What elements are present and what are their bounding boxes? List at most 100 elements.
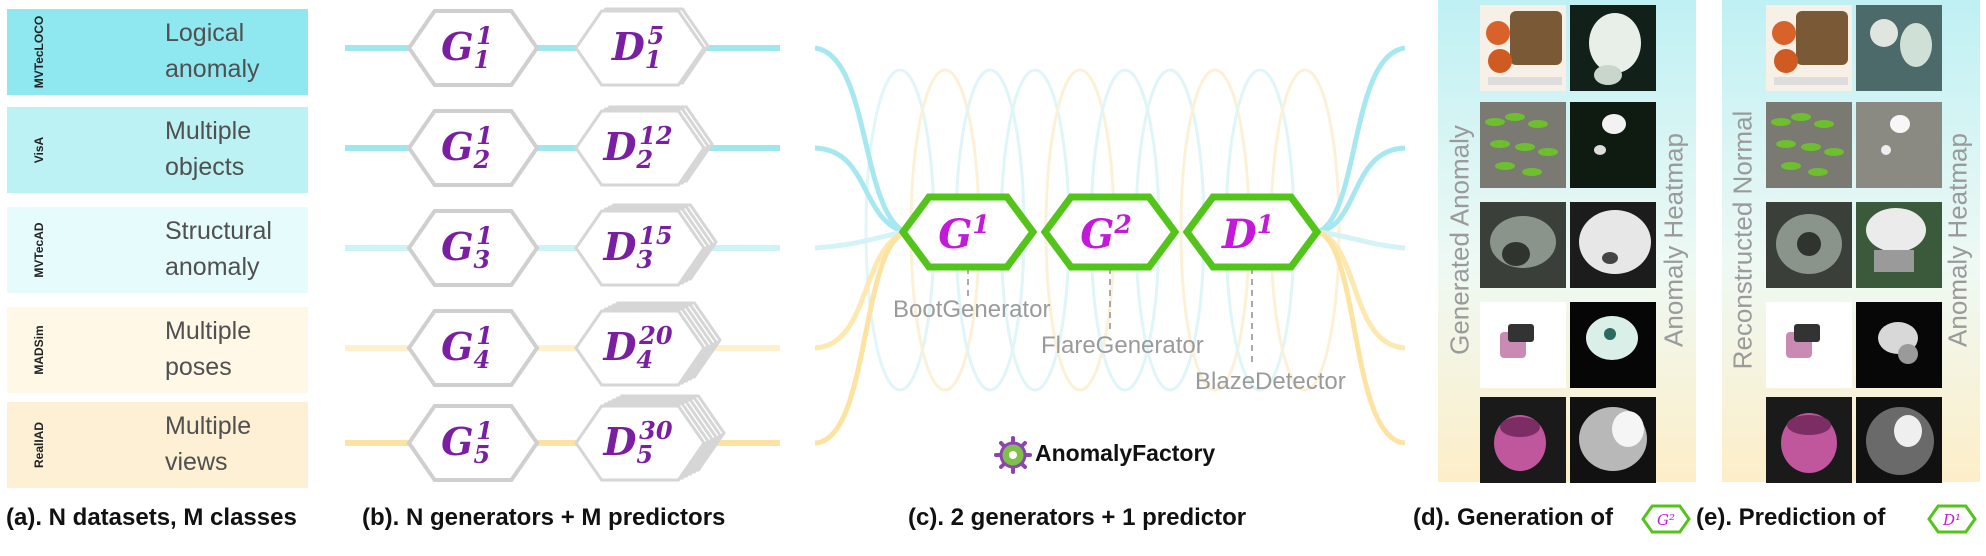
thumb-d-part-heat [1570,202,1656,288]
thumb-d-pills-heat [1570,102,1656,188]
predictor-hexagon [574,404,706,482]
panel-e-right-label: Anomaly Heatmap [1942,133,1973,347]
generator-hexagon [406,404,540,482]
panel-d-right-label: Anomaly Heatmap [1658,133,1689,347]
dataset-name: VisA [7,107,71,193]
factory-node-label: G2 [1080,210,1132,258]
factory-node-hexagon [1182,193,1322,271]
panel-e-left-label: Reconstructed Normal [1727,110,1758,370]
panel-d-thumbnails [1480,5,1656,483]
generator-hexagon [406,209,540,287]
caption-a: (a). N datasets, M classes [6,504,297,531]
thumb-e-toy [1766,302,1852,388]
dataset-name: MVTecAD [7,207,71,293]
predictor-label: D530 [602,416,672,469]
caption-d-badge: G² [1657,511,1675,529]
dataset-description-line1: Multiple [165,117,252,145]
dataset-description-line2: anomaly [165,253,260,281]
generator-label: G31 [441,221,493,274]
predictor-hexagon [574,309,706,387]
bootgenerator-label: BootGenerator [893,296,1051,323]
dataset-name-text: MVTecAD [32,222,46,278]
panel-e-thumbnails [1766,5,1942,483]
dataset-description-line1: Structural [165,217,272,245]
thumb-e-pills-heat [1856,102,1942,188]
caption-e-badge: D¹ [1942,511,1961,529]
dataset-name: MVTecLOCO [7,9,71,95]
dataset-description-line1: Multiple [165,317,252,345]
generator-label: G11 [441,21,493,74]
thumb-e-pills [1766,102,1852,188]
dataset-description-line1: Logical [165,19,245,47]
generator-hexagon [406,309,540,387]
generator-label: G41 [441,321,493,374]
dataset-description: Multiple poses [165,313,305,385]
thumb-e-food-heat [1856,5,1942,91]
caption-d: (d). Generation of [1413,504,1613,531]
dataset-description: Logical anomaly [165,15,305,87]
generator-hexagon [406,109,540,187]
dataset-row: VisA Multiple objects [7,107,308,193]
dataset-row: MVTecAD Structural anomaly [7,207,308,293]
dataset-description-line1: Multiple [165,412,252,440]
dataset-name: MADSim [7,307,71,393]
dataset-name-text: MVTecLOCO [32,15,46,89]
dataset-description: Structural anomaly [165,213,305,285]
thumb-d-pills [1480,102,1566,188]
predictor-hexagon [574,209,706,287]
thumb-d-food-heat [1570,5,1656,91]
generator-label: G51 [441,416,493,469]
dataset-description-line2: objects [165,153,245,181]
thumb-e-food [1766,5,1852,91]
dataset-description: Multiple objects [165,113,305,185]
dataset-name: RealIAD [7,402,71,488]
converge-left [814,45,907,446]
generator-label: G21 [441,121,493,174]
dataset-row: RealIAD Multiple views [7,402,308,488]
blazedetector-label: BlazeDetector [1195,368,1346,395]
predictor-label: D315 [602,221,672,274]
dataset-name-text: VisA [32,136,46,164]
predictor-label: D15 [611,21,664,74]
thumb-d-toy-heat [1570,302,1656,388]
predictor-hexagon [574,9,706,87]
thumb-e-part-heat [1856,202,1942,288]
caption-badges: G² D¹ [1641,504,1977,534]
panel-d-background [1438,0,1696,482]
thumb-d-food [1480,5,1566,91]
thumb-d-cup-heat [1570,397,1656,483]
caption-c: (c). 2 generators + 1 predictor [908,504,1247,531]
dataset-row: MADSim Multiple poses [7,307,308,393]
dataset-description-line2: anomaly [165,55,260,83]
dataset-name-text: MADSim [32,325,46,375]
thumb-e-cup-heat [1856,397,1942,483]
dataset-description-line2: views [165,448,228,476]
thumb-d-part [1480,202,1566,288]
factory-node-label: G1 [938,210,990,258]
predictor-hexagon [574,109,706,187]
thumb-e-toy-heat [1856,302,1942,388]
dataset-name-text: RealIAD [32,421,46,469]
caption-d-badge-hexagon [1641,504,1691,534]
gear-icon [994,436,1032,474]
panel-d-left-label: Generated Anomaly [1444,125,1475,355]
thumb-d-toy [1480,302,1566,388]
dataset-description-line2: poses [165,353,232,381]
name-connectors [967,268,1253,365]
thumb-e-part [1766,202,1852,288]
dataset-description: Multiple views [165,408,305,480]
predictor-label: D420 [602,321,672,374]
factory-node-hexagon [898,193,1038,271]
caption-e-badge-hexagon [1927,504,1977,534]
flaregenerator-label: FlareGenerator [1041,332,1204,359]
caption-e: (e). Prediction of [1696,504,1886,531]
caption-b: (b). N generators + M predictors [362,504,726,531]
factory-node-hexagon [1040,193,1180,271]
thumb-e-cup [1766,397,1852,483]
anomalyfactory-brand: AnomalyFactory [1035,440,1216,466]
converge-right [1316,45,1406,446]
generator-hexagon [406,9,540,87]
